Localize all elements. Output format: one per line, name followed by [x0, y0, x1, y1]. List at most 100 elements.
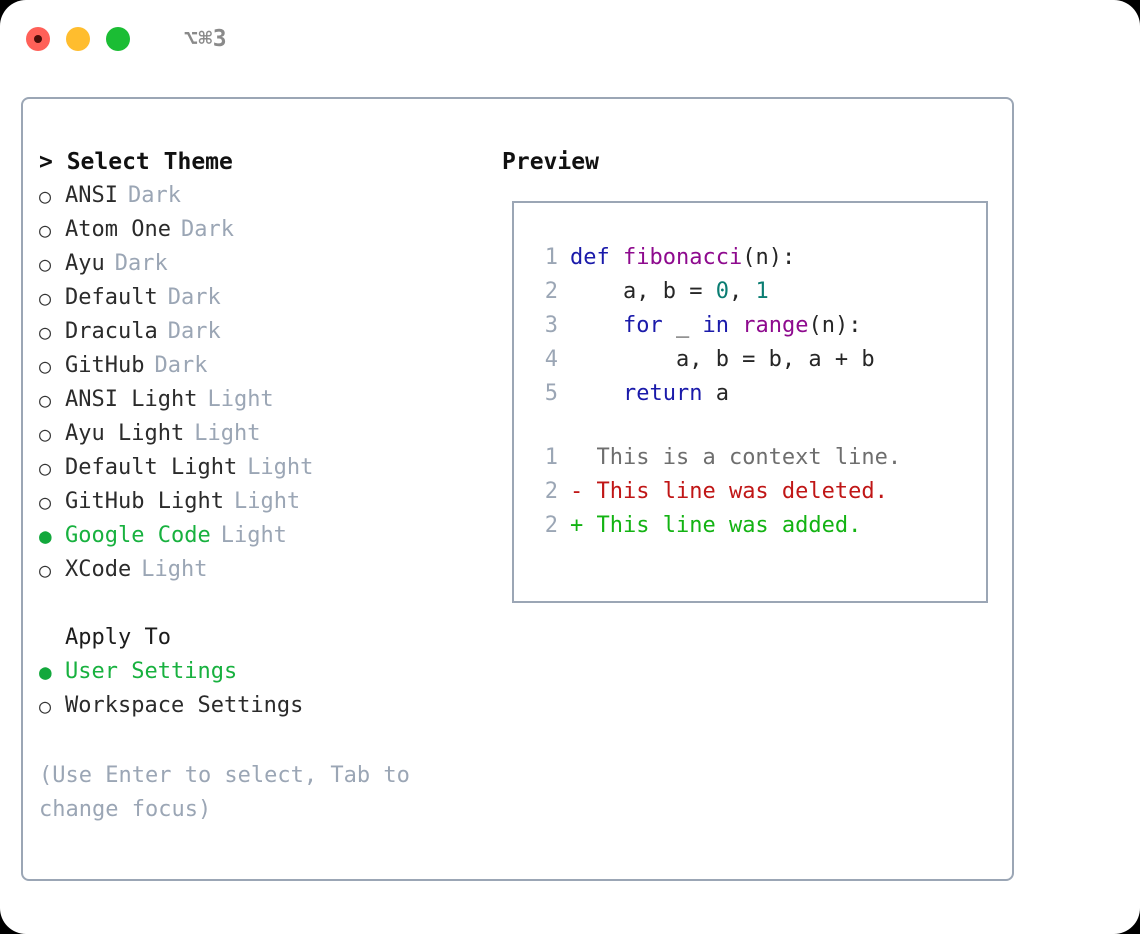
apply-to-option-user-settings[interactable]: ●User Settings: [39, 655, 479, 689]
code-line-text: a, b = 0, 1: [570, 275, 769, 309]
theme-option-label: Google Code: [65, 523, 211, 548]
diff-line-del: 2- This line was deleted.: [528, 475, 986, 509]
code-line: 2 a, b = 0, 1: [528, 275, 986, 309]
code-token-plain: [729, 313, 742, 338]
code-token-fn: fibonacci: [622, 245, 743, 270]
theme-option-variant: Light: [233, 489, 301, 514]
diff-marker: [570, 441, 583, 475]
code-line-number: 2: [544, 279, 558, 304]
theme-option-label: XCode: [65, 557, 132, 582]
theme-option-ansi-light[interactable]: ○ ANSI Light Light: [39, 383, 479, 417]
theme-option-label: Default: [65, 285, 158, 310]
theme-option-label: Ayu: [65, 251, 105, 276]
code-line-text: return a: [570, 377, 729, 411]
keyboard-hint-text: (Use Enter to select, Tab to change focu…: [39, 763, 424, 822]
code-token-num: 0: [715, 279, 729, 304]
radio-unselected-icon: ○: [39, 388, 52, 412]
code-token-fn: range: [742, 313, 809, 338]
diff-line-ctx: 1 This is a context line.: [528, 441, 986, 475]
code-token-plain: _: [662, 313, 703, 338]
apply-to-option-workspace-settings[interactable]: ○Workspace Settings: [39, 689, 479, 723]
diff-gap: [528, 411, 986, 441]
code-line: 4 a, b = b, a + b: [528, 343, 986, 377]
radio-selected-icon: ●: [39, 524, 52, 548]
theme-option-label: Dracula: [65, 319, 158, 344]
code-token-plain: (n):: [742, 245, 796, 270]
select-theme-heading: > Select Theme: [39, 149, 233, 175]
window-title: ⌥⌘3: [184, 26, 228, 52]
code-line-text: for _ in range(n):: [570, 309, 861, 343]
code-token-kw: return: [622, 381, 703, 406]
theme-option-variant: Light: [247, 455, 314, 480]
theme-option-variant: Dark: [127, 183, 181, 208]
code-line: 3 for _ in range(n):: [528, 309, 986, 343]
theme-option-variant: Dark: [114, 251, 168, 276]
theme-option-label: Default Light: [65, 455, 238, 480]
theme-option-variant: Light: [194, 421, 261, 446]
code-line-number: 5: [544, 381, 558, 406]
theme-option-variant: Light: [207, 387, 274, 412]
code-line: 1 def fibonacci(n):: [528, 241, 986, 275]
title-bar: ⌥⌘3: [0, 0, 1140, 78]
theme-option-variant: Light: [141, 557, 208, 582]
radio-unselected-icon: ○: [39, 354, 52, 378]
code-line-number: 3: [544, 313, 558, 338]
theme-option-variant: Dark: [154, 353, 208, 378]
code-token-plain: [570, 313, 623, 338]
theme-option-variant: Dark: [167, 319, 221, 344]
theme-option-xcode[interactable]: ○ XCode Light: [39, 553, 479, 587]
close-window-button[interactable]: [26, 27, 50, 51]
radio-unselected-icon: ○: [39, 456, 52, 480]
diff-line-list: 1 This is a context line.2- This line wa…: [528, 441, 986, 543]
code-line-number: 1: [544, 245, 558, 270]
radio-unselected-icon: ○: [39, 558, 52, 582]
radio-unselected-icon: ○: [39, 184, 52, 208]
zoom-window-button[interactable]: [106, 27, 130, 51]
preview-heading: Preview: [502, 149, 599, 175]
minimize-window-button[interactable]: [66, 27, 90, 51]
theme-option-variant: Dark: [180, 217, 234, 242]
code-token-plain: ,: [728, 279, 756, 304]
traffic-lights: [26, 27, 130, 51]
apply-to-option-label: User Settings: [65, 659, 238, 684]
theme-option-default-light[interactable]: ○ Default Light Light: [39, 451, 479, 485]
radio-unselected-icon: ○: [39, 218, 52, 242]
theme-option-label: ANSI Light: [65, 387, 198, 412]
code-token-plain: a, b =: [570, 279, 716, 304]
code-token-kw: in: [702, 313, 729, 338]
radio-unselected-icon: ○: [39, 422, 52, 446]
code-token-num: 1: [755, 279, 769, 304]
radio-unselected-icon: ○: [39, 694, 52, 718]
radio-unselected-icon: ○: [39, 320, 52, 344]
theme-option-variant: Dark: [167, 285, 221, 310]
diff-line-text: This line was added.: [583, 513, 862, 538]
section-spacer: [39, 587, 479, 621]
theme-option-dracula[interactable]: ○ Dracula Dark: [39, 315, 479, 349]
diff-line-number: 2: [544, 513, 558, 538]
diff-marker: +: [570, 513, 584, 538]
theme-option-label: GitHub Light: [65, 489, 224, 514]
theme-option-github-light[interactable]: ○ GitHub Light Light: [39, 485, 479, 519]
radio-unselected-icon: ○: [39, 490, 52, 514]
code-line-text: def fibonacci(n):: [570, 241, 795, 275]
theme-option-variant: Light: [220, 523, 287, 548]
theme-option-google-code[interactable]: ● Google Code Light: [39, 519, 479, 553]
apply-to-option-list: ●User Settings○Workspace Settings: [39, 655, 479, 723]
code-line: 5 return a: [528, 377, 986, 411]
diff-line-number: 1: [544, 445, 558, 470]
code-line-number: 4: [544, 347, 558, 372]
code-token-plain: a, b = b, a + b: [570, 347, 875, 372]
code-token-kw: for: [622, 313, 663, 338]
